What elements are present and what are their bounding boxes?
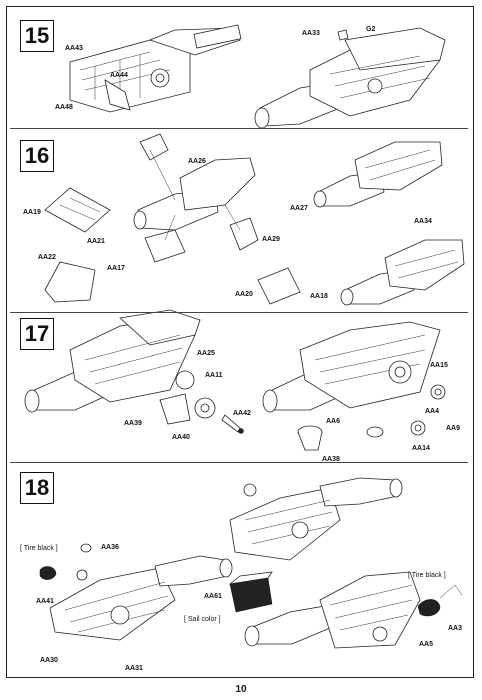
step18-top-assembly [229, 477, 403, 561]
callout-aa38: AA38 [322, 456, 340, 463]
callout-aa48: AA48 [55, 104, 73, 111]
step-18-number: 18 [24, 475, 50, 500]
callout-aa15: AA15 [430, 362, 448, 369]
callout-aa36: AA36 [101, 544, 119, 551]
step15-right-assembly [254, 27, 446, 129]
callout-aa41: AA41 [36, 598, 54, 605]
step-18-box: 18 [20, 472, 54, 504]
step-17-box: 17 [20, 318, 54, 350]
callout-aa42: AA42 [233, 410, 251, 417]
separator-15-16 [10, 128, 468, 129]
callout-aa14: AA14 [412, 445, 430, 452]
callout-aa30: AA30 [40, 657, 58, 664]
callout-aa33: AA33 [302, 30, 320, 37]
step-15-number: 15 [24, 23, 50, 48]
separator-17-18 [10, 462, 468, 463]
step-15-box: 15 [20, 20, 54, 52]
note-tire-black-left: [ Tire black ] [20, 545, 58, 552]
callout-aa18: AA18 [310, 293, 328, 300]
callout-aa5: AA5 [419, 641, 434, 648]
callout-aa34: AA34 [414, 218, 432, 225]
callout-aa9: AA9 [446, 425, 461, 432]
callout-aa4: AA4 [425, 408, 440, 415]
callout-aa22: AA22 [38, 254, 56, 261]
step16-bracket-left [44, 187, 111, 303]
step16-center-assembly [133, 133, 259, 263]
callout-aa19: AA19 [23, 209, 41, 216]
step-16-number: 16 [24, 143, 50, 168]
step-17-number: 17 [24, 321, 50, 346]
callout-aa25: AA25 [197, 350, 215, 357]
callout-aa43: AA43 [65, 45, 83, 52]
step18-right-assembly [244, 571, 463, 649]
callout-aa6: AA6 [326, 418, 341, 425]
step-16-box: 16 [20, 140, 54, 172]
callout-aa26: AA26 [188, 158, 206, 165]
callout-aa11: AA11 [205, 372, 223, 379]
step18-left-assembly [39, 543, 233, 641]
step17-right-assembly [262, 321, 446, 451]
callout-aa39: AA39 [124, 420, 142, 427]
note-tire-black-right: [ Tire black ] [408, 572, 446, 579]
separator-16-17 [10, 312, 468, 313]
callout-aa20: AA20 [235, 291, 253, 298]
note-sail-color: [ Sail color ] [184, 616, 221, 623]
step18-sail-cover [228, 571, 273, 613]
callout-aa31: AA31 [125, 665, 143, 672]
callout-aa21: AA21 [87, 238, 105, 245]
callout-aa29: AA29 [262, 236, 280, 243]
callout-aa40: AA40 [172, 434, 190, 441]
callout-aa61: AA61 [204, 593, 222, 600]
callout-g2: G2 [366, 26, 376, 33]
callout-aa27: AA27 [290, 205, 308, 212]
page-frame [6, 6, 474, 678]
step16-right-assemblies [257, 141, 465, 306]
callout-aa3: AA3 [448, 625, 463, 632]
page-number: 10 [235, 684, 247, 695]
step17-left-assembly [24, 309, 244, 434]
callout-aa17: AA17 [107, 265, 125, 272]
callout-aa44: AA44 [110, 72, 128, 79]
step15-left-assembly [69, 24, 242, 113]
